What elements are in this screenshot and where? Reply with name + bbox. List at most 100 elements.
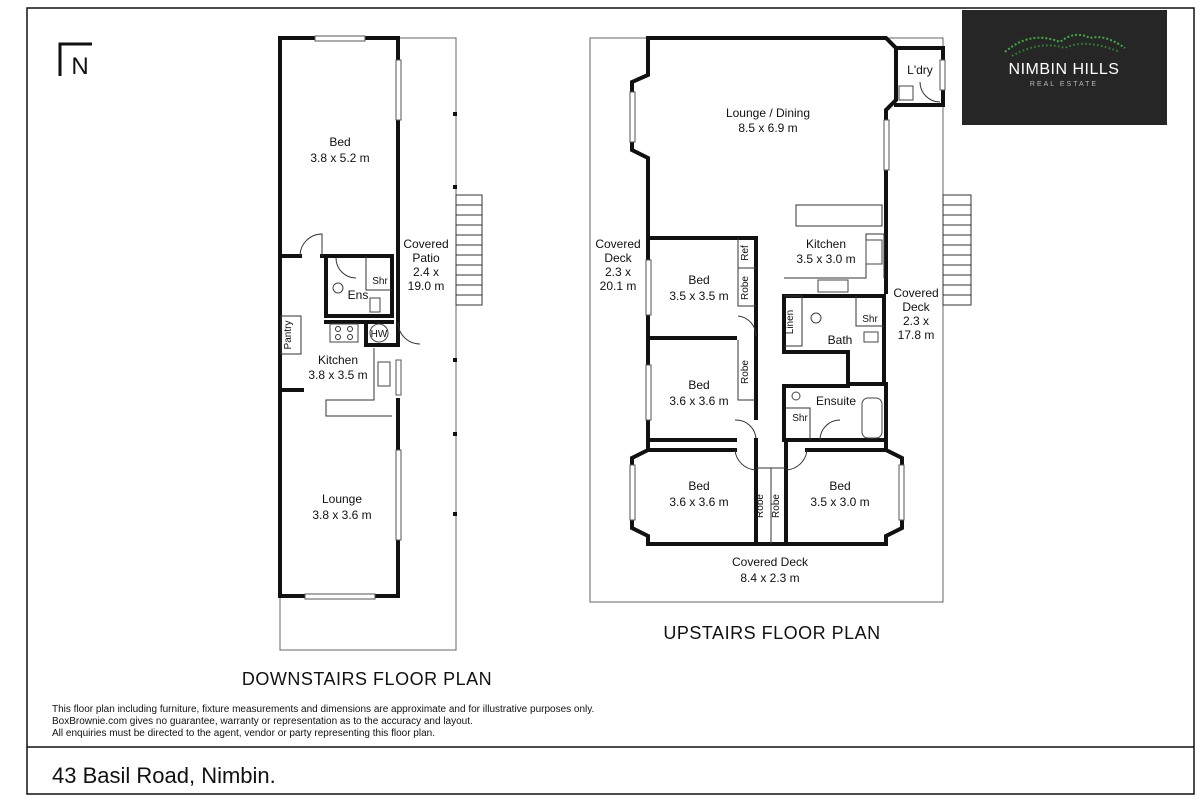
kitchen-cooktop-icon [865, 239, 883, 265]
window [395, 59, 402, 121]
window [883, 119, 890, 171]
robe4-label: Robe [771, 494, 782, 518]
patio-label-2: Patio [412, 251, 440, 265]
bed3-size: 3.6 x 3.6 m [669, 495, 728, 509]
patio-door [397, 321, 421, 345]
robe2-label: Robe [740, 360, 751, 384]
kitchen-bench [784, 233, 885, 279]
lounge-size: 3.8 x 3.6 m [312, 508, 371, 522]
upper-exterior-wall-north [646, 36, 898, 294]
robe3-label: Robe [755, 494, 766, 518]
upper-exterior-wall-south [630, 440, 904, 546]
linen-cupboard [784, 295, 803, 347]
ensuite-door [819, 419, 841, 441]
kitchen-label: Kitchen [806, 237, 846, 251]
downstairs-plan: Ens Shr HW Pantry Bed 3.8 x 5.2 m Covere… [242, 35, 492, 689]
window [314, 35, 366, 42]
window [629, 464, 636, 521]
west-deck-label-1: Covered [595, 237, 640, 251]
toilet-icon [369, 297, 381, 313]
kitchen-size: 3.8 x 3.5 m [308, 368, 367, 382]
bath-label: Bath [828, 333, 853, 347]
sink-icon [377, 361, 391, 387]
upstairs-stairs [942, 194, 972, 306]
shower-partition-bath [855, 296, 884, 327]
bed3-door [734, 449, 757, 471]
bed-size: 3.8 x 5.2 m [310, 151, 369, 165]
bed4-label: Bed [829, 479, 850, 493]
window [898, 464, 905, 521]
basin-icon [332, 282, 344, 294]
disclaimer-line-1: This floor plan including furniture, fix… [52, 704, 594, 715]
kitchen-label: Kitchen [318, 353, 358, 367]
downstairs-title: DOWNSTAIRS FLOOR PLAN [242, 669, 492, 689]
west-deck-label-2: Deck [604, 251, 632, 265]
patio-label-4: 19.0 m [408, 279, 445, 293]
property-address: 43 Basil Road, Nimbin. [52, 763, 276, 788]
robes-3-4-outline [756, 467, 786, 544]
disclaimer-line-2: BoxBrownie.com gives no guarantee, warra… [52, 716, 473, 727]
east-deck-label-3: 2.3 x [903, 314, 929, 328]
upstairs-plan: L'dry Ref Robe Robe Robe Robe L [589, 36, 972, 643]
linen-label: Linen [785, 310, 796, 334]
laundry-tub-icon [898, 85, 914, 101]
shower-partition [365, 256, 392, 291]
kitchen-size: 3.5 x 3.0 m [796, 252, 855, 266]
south-bed-walls [646, 438, 888, 546]
north-label: N [71, 53, 88, 80]
bath-shower-label: Shr [862, 314, 878, 325]
lounge-dining-size: 8.5 x 6.9 m [738, 121, 797, 135]
west-deck-label-3: 2.3 x [605, 265, 631, 279]
bed1-label: Bed [688, 273, 709, 287]
window [629, 91, 636, 143]
bed2-label: Bed [688, 378, 709, 392]
patio-label-1: Covered [403, 237, 448, 251]
window [939, 59, 946, 91]
ensuite-shower-label: Shr [792, 413, 808, 424]
bed-label: Bed [329, 135, 350, 149]
bed2-door [734, 419, 757, 441]
ensuite-shower-label: Shr [372, 276, 388, 287]
east-deck-label-1: Covered [893, 286, 938, 300]
hot-water-icon [369, 323, 389, 343]
bed3-label: Bed [688, 479, 709, 493]
window [304, 593, 376, 600]
bed1-size: 3.5 x 3.5 m [669, 289, 728, 303]
ensuite-walls [324, 254, 394, 318]
robe1-outline [737, 238, 756, 307]
bathtub-icon [861, 397, 883, 439]
ensuite-label: Ens [348, 288, 369, 302]
kitchen-island [795, 204, 883, 227]
robe2-outline [737, 340, 756, 401]
kitchen-bench [325, 348, 392, 417]
patio-label-3: 2.4 x [413, 265, 439, 279]
disclaimer-line-3: All enquiries must be directed to the ag… [52, 728, 435, 739]
ensuite-door [335, 257, 357, 279]
bed-door [299, 233, 323, 257]
north-arrow-icon: N [58, 42, 92, 80]
bath-toilet-icon [863, 331, 879, 343]
cooktop-icon [329, 323, 359, 343]
east-deck-label-2: Deck [902, 300, 930, 314]
bath-basin-icon [810, 312, 822, 324]
logo-name: NIMBIN HILLS [1009, 61, 1120, 78]
hw-cupboard-walls [324, 320, 394, 347]
bed4-door [785, 449, 808, 471]
sheet-border [26, 7, 1195, 795]
patio-posts [453, 112, 457, 516]
hot-water-label: HW [371, 329, 388, 340]
ensuite-walls [782, 382, 888, 442]
robe1-label: Robe [740, 276, 751, 300]
kitchen-sink-icon [817, 279, 849, 293]
bed1-door [737, 315, 757, 337]
south-deck-size: 8.4 x 2.3 m [740, 571, 799, 585]
bed4-size: 3.5 x 3.0 m [810, 495, 869, 509]
pantry-label: Pantry [283, 321, 294, 350]
laundry-door [919, 81, 941, 103]
logo-tagline: REAL ESTATE [1030, 81, 1098, 88]
south-deck-label: Covered Deck [732, 555, 809, 569]
ensuite-label: Ensuite [816, 394, 856, 408]
bed2-size: 3.6 x 3.6 m [669, 394, 728, 408]
